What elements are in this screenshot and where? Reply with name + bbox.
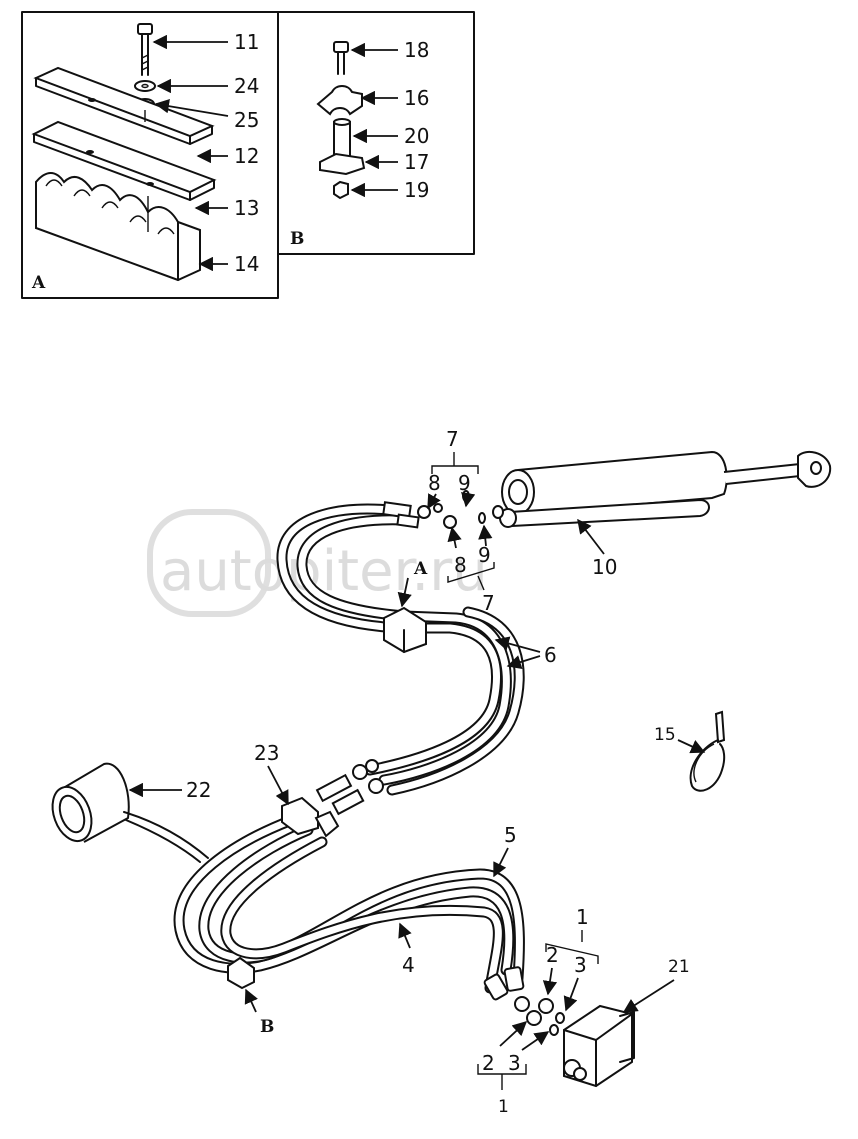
plate-lower <box>31 120 217 201</box>
label-clamp-a: A <box>413 559 428 579</box>
bolt-18 <box>333 41 349 53</box>
washer-24 <box>134 80 156 92</box>
spacer-20 <box>333 121 351 157</box>
inset-a-frame <box>21 11 279 299</box>
callout-17: 17 <box>404 150 429 174</box>
label-22: 22 <box>186 778 211 802</box>
label-5: 5 <box>504 823 517 847</box>
inset-a: 11 24 25 12 13 14 A <box>21 11 279 299</box>
fittings-top <box>382 490 504 529</box>
nut-19 <box>333 180 349 200</box>
fittings-bottom <box>483 966 565 1036</box>
label-4: 4 <box>402 953 415 977</box>
label-2-bottom: 2 <box>482 1051 495 1075</box>
group-7-top: 7 8 9 <box>427 427 479 510</box>
group-1-top: 1 2 3 <box>542 905 599 1012</box>
label-3-bottom: 3 <box>508 1051 521 1075</box>
saddle-16 <box>316 85 363 116</box>
cable-tie-15 <box>689 710 726 792</box>
callout-25: 25 <box>234 108 259 132</box>
plate-upper <box>33 66 215 145</box>
inset-b: 18 16 20 17 19 B <box>277 11 475 255</box>
label-10: 10 <box>592 555 617 579</box>
label-1-top: 1 <box>576 905 589 929</box>
label-9-top: 9 <box>458 471 471 495</box>
label-7-top: 7 <box>446 427 459 451</box>
hydraulic-cylinder-10 <box>499 450 832 528</box>
inset-a-letter: A <box>31 273 46 293</box>
group-7-bottom: 9 8 7 <box>447 524 495 615</box>
hose-bundle-4-5 <box>173 814 525 994</box>
fittings-middle <box>281 759 384 838</box>
callout-12: 12 <box>234 144 259 168</box>
inset-b-frame <box>277 11 475 255</box>
label-2-top: 2 <box>546 943 559 967</box>
clamp-b-part <box>227 956 258 1013</box>
label-8-bottom: 8 <box>454 553 467 577</box>
label-1-bottom: 1 <box>498 1097 509 1117</box>
clamp-a-part <box>383 577 427 654</box>
hose-sleeve-22 <box>51 762 209 863</box>
callout-20: 20 <box>404 124 429 148</box>
label-7-bottom: 7 <box>482 591 495 615</box>
bolt-11 <box>137 23 153 76</box>
callout-16: 16 <box>404 86 429 110</box>
callout-18: 18 <box>404 38 429 62</box>
inset-b-letter: B <box>290 229 304 249</box>
callout-24: 24 <box>234 74 259 98</box>
clamp-block-14 <box>35 172 201 282</box>
callout-13: 13 <box>234 196 259 220</box>
label-21: 21 <box>668 957 690 977</box>
callout-11: 11 <box>234 30 259 54</box>
label-3-top: 3 <box>574 953 587 977</box>
label-8-top: 8 <box>428 471 441 495</box>
label-9-bottom: 9 <box>478 543 491 567</box>
label-clamp-b: B <box>260 1017 274 1037</box>
plate-17 <box>319 152 366 176</box>
callout-19: 19 <box>404 178 429 202</box>
label-15: 15 <box>654 725 676 745</box>
control-valve-21 <box>563 1004 635 1088</box>
label-6: 6 <box>544 643 557 667</box>
callout-14: 14 <box>234 252 259 276</box>
group-1-bottom: 2 3 1 <box>477 1021 550 1117</box>
label-23: 23 <box>254 741 279 765</box>
